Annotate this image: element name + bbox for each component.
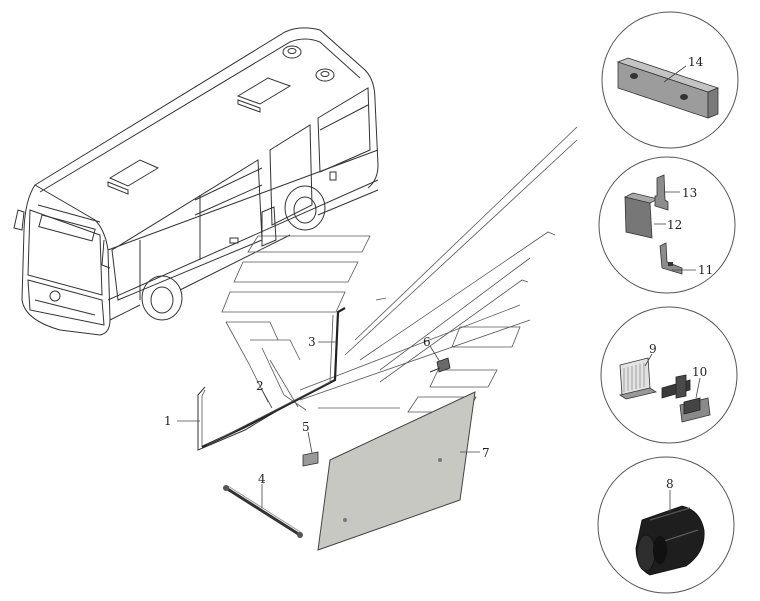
bus-illustration bbox=[13, 27, 379, 336]
callout-8: 8 bbox=[666, 477, 674, 491]
callout-12: 12 bbox=[667, 218, 682, 232]
detail-circle-14 bbox=[601, 11, 739, 149]
leader-lines bbox=[177, 65, 701, 512]
part-4-rod bbox=[223, 485, 303, 538]
callout-4: 4 bbox=[258, 472, 266, 486]
window-pane-outlines bbox=[221, 126, 578, 413]
detail-circle-8 bbox=[597, 456, 735, 594]
callout-5: 5 bbox=[302, 420, 310, 434]
detail-circle-11-13 bbox=[598, 156, 736, 294]
part-2-frame-strip bbox=[201, 307, 346, 448]
callout-14: 14 bbox=[688, 55, 704, 69]
part-5-small-pad bbox=[302, 451, 319, 467]
part-1-seal-strip bbox=[197, 386, 296, 451]
detail-circle-9-10 bbox=[600, 306, 738, 444]
part-12-pad bbox=[624, 196, 653, 239]
callout-9: 9 bbox=[649, 342, 657, 356]
callout-10: 10 bbox=[692, 365, 707, 379]
callout-3: 3 bbox=[308, 335, 316, 349]
part-13-clip bbox=[654, 174, 669, 211]
callout-1: 1 bbox=[164, 414, 172, 428]
callout-13: 13 bbox=[682, 186, 697, 200]
callout-11: 11 bbox=[698, 263, 713, 277]
callout-2: 2 bbox=[256, 379, 264, 393]
part-7-glass-panel bbox=[317, 391, 476, 551]
callout-7: 7 bbox=[482, 446, 490, 460]
part-6-bracket bbox=[429, 357, 451, 373]
callout-numbers: 1 2 3 4 5 6 7 8 9 10 11 12 13 14 bbox=[164, 55, 713, 491]
part-11-clip bbox=[659, 242, 683, 275]
callout-6: 6 bbox=[423, 335, 431, 349]
